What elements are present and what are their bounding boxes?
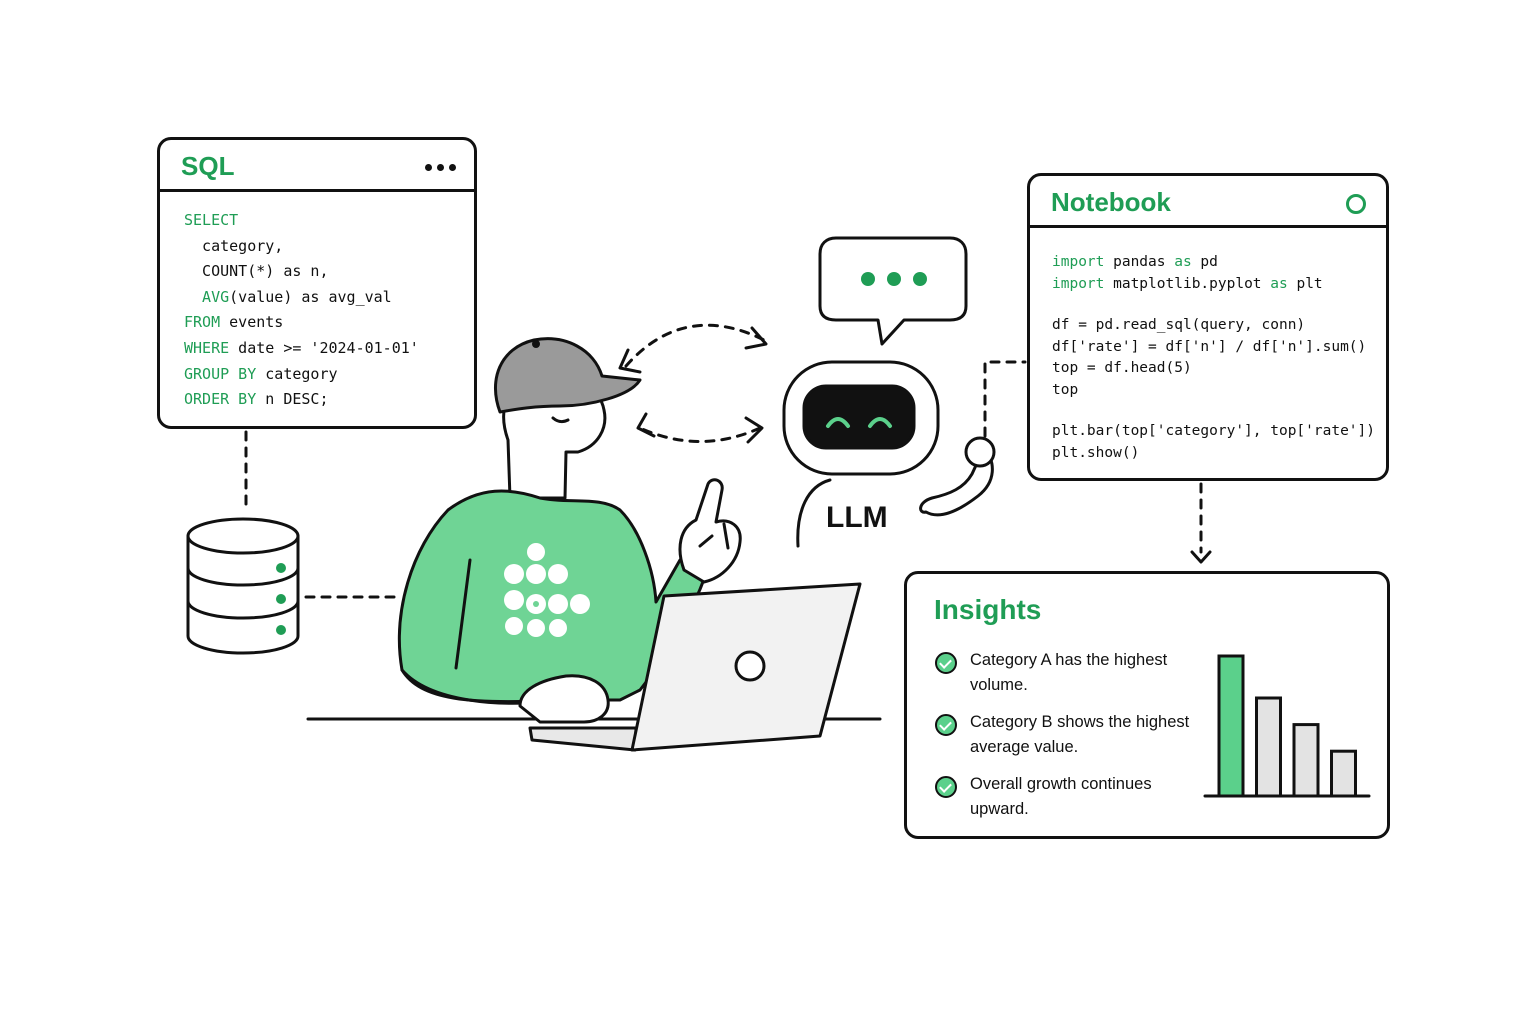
code-text: events bbox=[220, 313, 284, 332]
code-keyword: ORDER BY bbox=[184, 390, 257, 409]
code-text: pandas bbox=[1104, 254, 1175, 270]
code-keyword: SELECT bbox=[184, 211, 239, 229]
code-line: top = df.head(5) bbox=[1052, 358, 1375, 380]
code-line bbox=[1052, 295, 1375, 315]
arrowhead-to-user-top bbox=[618, 348, 642, 374]
code-line: plt.bar(top['category'], top['rate']) bbox=[1052, 421, 1375, 443]
code-text: n DESC; bbox=[256, 390, 329, 409]
sql-panel: SQL SELECT category, COUNT(*) as n, AVG(… bbox=[157, 137, 477, 429]
insights-bar-chart bbox=[1203, 654, 1371, 798]
chart-bar bbox=[1217, 654, 1245, 798]
code-line: df['rate'] = df['n'] / df['n'].sum() bbox=[1052, 337, 1375, 359]
chart-bar bbox=[1292, 723, 1320, 798]
code-line: WHERE date >= '2024-01-01' bbox=[184, 336, 419, 362]
database-icon bbox=[186, 517, 300, 655]
insight-text: Category B shows the highest average val… bbox=[970, 713, 1190, 756]
code-text: top = df.head(5) bbox=[1052, 360, 1192, 376]
insight-text: Category A has the highest volume. bbox=[970, 651, 1168, 694]
check-icon bbox=[935, 652, 957, 674]
code-line: COUNT(*) as n, bbox=[184, 259, 419, 285]
arrowhead-to-llm-bottom bbox=[744, 416, 764, 444]
code-keyword: GROUP BY bbox=[184, 364, 257, 383]
code-line: FROM events bbox=[184, 310, 419, 336]
code-text: (value) as avg_val bbox=[229, 287, 392, 306]
check-icon bbox=[935, 776, 957, 798]
llm-to-notebook-connector bbox=[983, 360, 1027, 454]
code-text: category bbox=[256, 364, 338, 383]
cap bbox=[493, 337, 642, 414]
code-text: COUNT(*) as n, bbox=[184, 262, 329, 281]
code-keyword: AVG bbox=[184, 287, 230, 306]
shirt-logo bbox=[504, 543, 590, 637]
code-keyword: as bbox=[1174, 254, 1192, 270]
robot-body-line bbox=[796, 478, 832, 548]
code-keyword: FROM bbox=[184, 313, 221, 332]
code-line: AVG(value) as avg_val bbox=[184, 285, 419, 311]
code-line: plt.show() bbox=[1052, 443, 1375, 465]
llm-label: LLM bbox=[826, 501, 888, 534]
sql-panel-title: SQL bbox=[181, 151, 235, 181]
notebook-panel-title: Notebook bbox=[1051, 187, 1171, 217]
more-dots-icon[interactable] bbox=[425, 164, 456, 171]
sql-code-block: SELECT category, COUNT(*) as n, AVG(valu… bbox=[184, 208, 419, 413]
insights-panel: Insights Category A has the highest volu… bbox=[904, 571, 1390, 839]
closed-eye bbox=[551, 416, 570, 424]
code-keyword: WHERE bbox=[184, 338, 230, 357]
llm-to-user-arrow bbox=[638, 426, 762, 443]
insight-text: Overall growth continues upward. bbox=[970, 775, 1152, 818]
chat-bubble-icon bbox=[818, 236, 968, 346]
status-ring-icon bbox=[1346, 194, 1366, 214]
code-keyword: import bbox=[1052, 275, 1105, 292]
code-line: import pandas as pd bbox=[1052, 252, 1375, 274]
robot-eye-left bbox=[826, 417, 850, 428]
code-text: df = pd.read_sql(query, conn) bbox=[1052, 317, 1306, 333]
code-text: plt.bar(top['category'], top['rate']) bbox=[1052, 423, 1376, 439]
arrowhead-to-llm bbox=[744, 326, 768, 350]
code-text: pd bbox=[1191, 254, 1218, 270]
robot-eye-right bbox=[868, 417, 892, 428]
code-text: category, bbox=[184, 236, 284, 255]
sql-panel-header: SQL bbox=[160, 140, 474, 192]
code-text: plt.show() bbox=[1052, 444, 1140, 461]
code-text: matplotlib.pyplot bbox=[1104, 275, 1271, 292]
code-line: import matplotlib.pyplot as plt bbox=[1052, 274, 1375, 296]
code-line: ORDER BY n DESC; bbox=[184, 387, 419, 413]
typing-hand bbox=[518, 674, 610, 724]
code-keyword: as bbox=[1270, 275, 1288, 292]
code-line: category, bbox=[184, 234, 419, 260]
notebook-panel-header: Notebook bbox=[1030, 176, 1386, 228]
code-line: SELECT bbox=[184, 208, 419, 234]
chart-bar bbox=[1255, 696, 1282, 798]
connectors bbox=[244, 323, 1203, 599]
robot-icon bbox=[782, 360, 996, 548]
code-text: top bbox=[1052, 381, 1079, 398]
arrowhead-to-user bbox=[636, 412, 656, 438]
user-to-llm-arrow bbox=[624, 323, 766, 368]
code-line bbox=[1052, 401, 1375, 421]
sleeve-line bbox=[454, 558, 472, 670]
laptop-icon bbox=[528, 582, 862, 752]
chart-bar bbox=[1330, 749, 1357, 798]
raised-hand bbox=[678, 478, 742, 584]
check-icon bbox=[935, 714, 957, 736]
code-line: top bbox=[1052, 380, 1375, 402]
insights-title: Insights bbox=[934, 594, 1042, 625]
code-keyword: import bbox=[1052, 254, 1105, 270]
arrowhead-down bbox=[1190, 550, 1212, 564]
code-text: df['rate'] = df['n'] / df['n'].sum() bbox=[1052, 338, 1367, 355]
code-line: df = pd.read_sql(query, conn) bbox=[1052, 315, 1375, 337]
code-text: plt bbox=[1287, 275, 1323, 292]
code-text: date >= '2024-01-01' bbox=[229, 338, 419, 357]
code-line: GROUP BY category bbox=[184, 362, 419, 388]
